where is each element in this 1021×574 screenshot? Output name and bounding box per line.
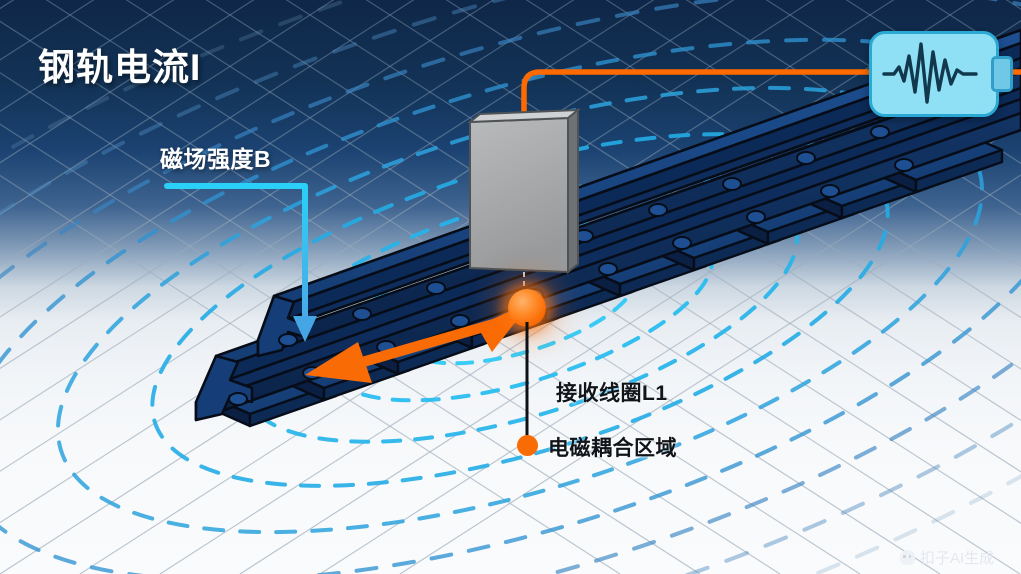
waveform-signal-device[interactable] (869, 31, 999, 117)
label-coupling-zone: 电磁耦合区域 (548, 437, 677, 460)
label-receiving-coil: 接收线圈L1 (556, 382, 668, 405)
coupling-zone-dot (517, 435, 538, 456)
coupling-node-glow (508, 289, 546, 327)
watermark: 扣子AI生成 (900, 547, 994, 568)
label-field-strength: 磁场强度B (160, 146, 272, 172)
ghost-icon (900, 550, 915, 565)
page-title: 钢轨电流I (38, 47, 202, 88)
device-terminal (991, 56, 1013, 92)
watermark-text: 扣子AI生成 (920, 550, 995, 567)
waveform-icon (882, 42, 978, 104)
